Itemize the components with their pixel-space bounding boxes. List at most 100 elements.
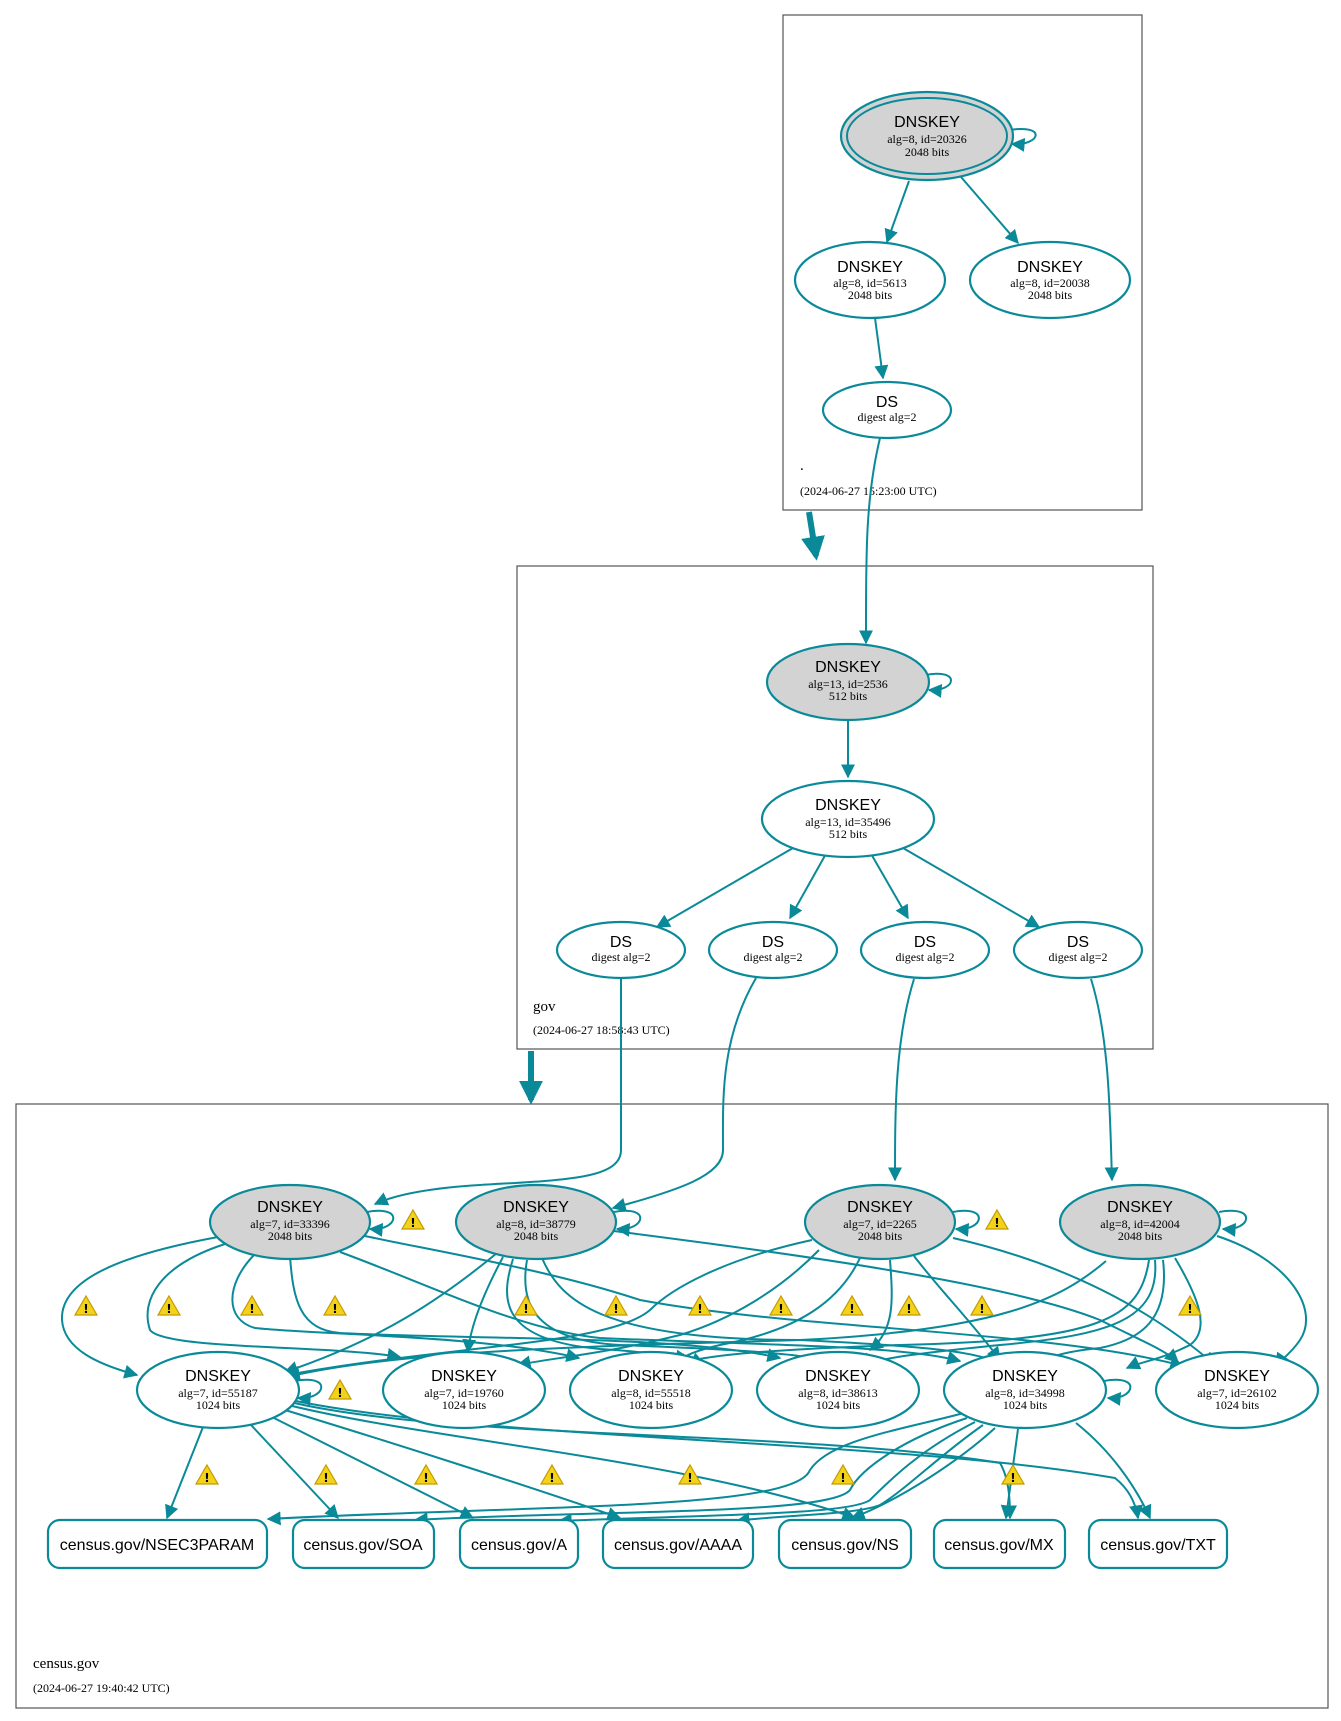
dnskey-node-census-38613[interactable]: DNSKEY alg=8, id=38613 1024 bits xyxy=(755,1350,921,1430)
warning-icon[interactable]: ! xyxy=(313,1463,339,1485)
node-detail: 512 bits xyxy=(829,689,868,703)
node-detail: 1024 bits xyxy=(442,1398,487,1412)
rrset-node-ns[interactable]: census.gov/NS xyxy=(777,1518,913,1570)
rrset-label: census.gov/SOA xyxy=(303,1537,423,1554)
node-detail: 1024 bits xyxy=(816,1398,861,1412)
edges-root xyxy=(858,127,1037,645)
warning-icon[interactable]: ! xyxy=(413,1463,439,1485)
node-title: DNSKEY xyxy=(992,1368,1058,1385)
edges-census-ksk-zsk xyxy=(60,1230,1308,1381)
rrset-label: census.gov/AAAA xyxy=(614,1537,742,1554)
svg-text:!: ! xyxy=(549,1471,554,1485)
svg-text:!: ! xyxy=(410,1216,415,1230)
dnskey-node-census-33396[interactable]: DNSKEY alg=7, id=33396 2048 bits xyxy=(208,1183,372,1261)
dnskey-node-root-5613[interactable]: DNSKEY alg=8, id=5613 2048 bits xyxy=(793,240,947,320)
warning-icon[interactable]: ! xyxy=(327,1378,353,1400)
rrset-label: census.gov/A xyxy=(471,1537,567,1554)
rrset-node-mx[interactable]: census.gov/MX xyxy=(932,1518,1067,1570)
svg-text:!: ! xyxy=(687,1471,692,1485)
node-title: DNSKEY xyxy=(1204,1368,1270,1385)
warning-icon[interactable]: ! xyxy=(687,1294,713,1316)
svg-text:!: ! xyxy=(1187,1302,1192,1316)
node-detail: 2048 bits xyxy=(1028,288,1073,302)
node-detail: alg=7, id=26102 xyxy=(1197,1386,1277,1400)
node-detail: alg=7, id=33396 xyxy=(250,1217,330,1231)
zone-timestamp: (2024-06-27 15:23:00 UTC) xyxy=(800,484,937,498)
dnskey-node-census-55518[interactable]: DNSKEY alg=8, id=55518 1024 bits xyxy=(568,1350,734,1430)
dnskey-node-census-26102[interactable]: DNSKEY alg=7, id=26102 1024 bits xyxy=(1154,1350,1320,1430)
rrset-label: census.gov/MX xyxy=(944,1537,1054,1554)
dnskey-node-census-38779[interactable]: DNSKEY alg=8, id=38779 2048 bits xyxy=(454,1183,618,1261)
warning-icon[interactable]: ! xyxy=(969,1294,995,1316)
svg-text:!: ! xyxy=(204,1471,209,1485)
svg-text:!: ! xyxy=(979,1302,984,1316)
dnskey-node-census-55187[interactable]: DNSKEY alg=7, id=55187 1024 bits xyxy=(135,1350,301,1430)
warning-icon[interactable]: ! xyxy=(400,1208,426,1230)
warning-icon[interactable]: ! xyxy=(73,1294,99,1316)
warning-icon[interactable]: ! xyxy=(539,1463,565,1485)
edges-gov xyxy=(373,672,1119,1212)
ds-node-gov-1[interactable]: DS digest alg=2 xyxy=(555,920,687,980)
node-title: DNSKEY xyxy=(503,1199,569,1216)
warning-icon[interactable]: ! xyxy=(1000,1463,1026,1485)
dnskey-node-root-20038[interactable]: DNSKEY alg=8, id=20038 2048 bits xyxy=(968,240,1132,320)
warning-icon[interactable]: ! xyxy=(839,1294,865,1316)
rrset-node-soa[interactable]: census.gov/SOA xyxy=(291,1518,436,1570)
dnskey-node-root-ksk[interactable]: DNSKEY alg=8, id=20326 2048 bits xyxy=(839,90,1015,182)
dnskey-node-gov-35496[interactable]: DNSKEY alg=13, id=35496 512 bits xyxy=(760,779,936,859)
node-detail: 2048 bits xyxy=(1118,1229,1163,1243)
rrset-node-aaaa[interactable]: census.gov/AAAA xyxy=(601,1518,755,1570)
warning-icon[interactable]: ! xyxy=(194,1463,220,1485)
warning-icon[interactable]: ! xyxy=(830,1463,856,1485)
node-detail: 512 bits xyxy=(829,827,868,841)
node-title: DS xyxy=(610,934,632,951)
node-title: DNSKEY xyxy=(805,1368,871,1385)
svg-text:!: ! xyxy=(994,1216,999,1230)
node-detail: digest alg=2 xyxy=(1048,950,1107,964)
warning-icon[interactable]: ! xyxy=(322,1294,348,1316)
rrset-node-a[interactable]: census.gov/A xyxy=(458,1518,580,1570)
svg-text:!: ! xyxy=(83,1302,88,1316)
warning-icon[interactable]: ! xyxy=(896,1294,922,1316)
node-detail: 2048 bits xyxy=(905,145,950,159)
node-detail: digest alg=2 xyxy=(857,410,916,424)
node-detail: 1024 bits xyxy=(1003,1398,1048,1412)
svg-text:!: ! xyxy=(613,1302,618,1316)
zone-timestamp: (2024-06-27 19:40:42 UTC) xyxy=(33,1681,170,1695)
node-title: DS xyxy=(1067,934,1089,951)
ds-node-gov-3[interactable]: DS digest alg=2 xyxy=(859,920,991,980)
node-detail: alg=8, id=42004 xyxy=(1100,1217,1180,1231)
node-title: DS xyxy=(876,394,898,411)
rrset-node-txt[interactable]: census.gov/TXT xyxy=(1087,1518,1229,1570)
svg-text:!: ! xyxy=(849,1302,854,1316)
warning-icon[interactable]: ! xyxy=(1177,1294,1203,1316)
node-detail: 2048 bits xyxy=(268,1229,313,1243)
ds-node-root[interactable]: DS digest alg=2 xyxy=(821,380,953,440)
dnskey-node-census-34998[interactable]: DNSKEY alg=8, id=34998 1024 bits xyxy=(942,1350,1108,1430)
warning-icon[interactable]: ! xyxy=(239,1294,265,1316)
warning-icon[interactable]: ! xyxy=(603,1294,629,1316)
dnskey-node-census-42004[interactable]: DNSKEY alg=8, id=42004 2048 bits xyxy=(1058,1183,1222,1261)
ds-node-gov-4[interactable]: DS digest alg=2 xyxy=(1012,920,1144,980)
rrset-node-nsec3param[interactable]: census.gov/NSEC3PARAM xyxy=(46,1518,269,1570)
svg-text:!: ! xyxy=(332,1302,337,1316)
node-detail: alg=8, id=38779 xyxy=(496,1217,576,1231)
warning-icon[interactable]: ! xyxy=(984,1208,1010,1230)
node-title: DNSKEY xyxy=(815,797,881,814)
node-title: DNSKEY xyxy=(1017,259,1083,276)
node-detail: 1024 bits xyxy=(1215,1398,1260,1412)
node-detail: alg=8, id=20326 xyxy=(887,132,967,146)
svg-text:!: ! xyxy=(323,1471,328,1485)
dnskey-node-census-2265[interactable]: DNSKEY alg=7, id=2265 2048 bits xyxy=(803,1183,957,1261)
warning-icon[interactable]: ! xyxy=(768,1294,794,1316)
rrset-label: census.gov/TXT xyxy=(1100,1537,1216,1554)
dnskey-node-gov-ksk[interactable]: DNSKEY alg=13, id=2536 512 bits xyxy=(765,642,931,722)
warning-icon[interactable]: ! xyxy=(156,1294,182,1316)
warning-icon[interactable]: ! xyxy=(513,1294,539,1316)
dnskey-node-census-19760[interactable]: DNSKEY alg=7, id=19760 1024 bits xyxy=(381,1350,547,1430)
warning-icon[interactable]: ! xyxy=(677,1463,703,1485)
ds-node-gov-2[interactable]: DS digest alg=2 xyxy=(707,920,839,980)
svg-text:!: ! xyxy=(337,1386,342,1400)
svg-text:!: ! xyxy=(1010,1471,1015,1485)
